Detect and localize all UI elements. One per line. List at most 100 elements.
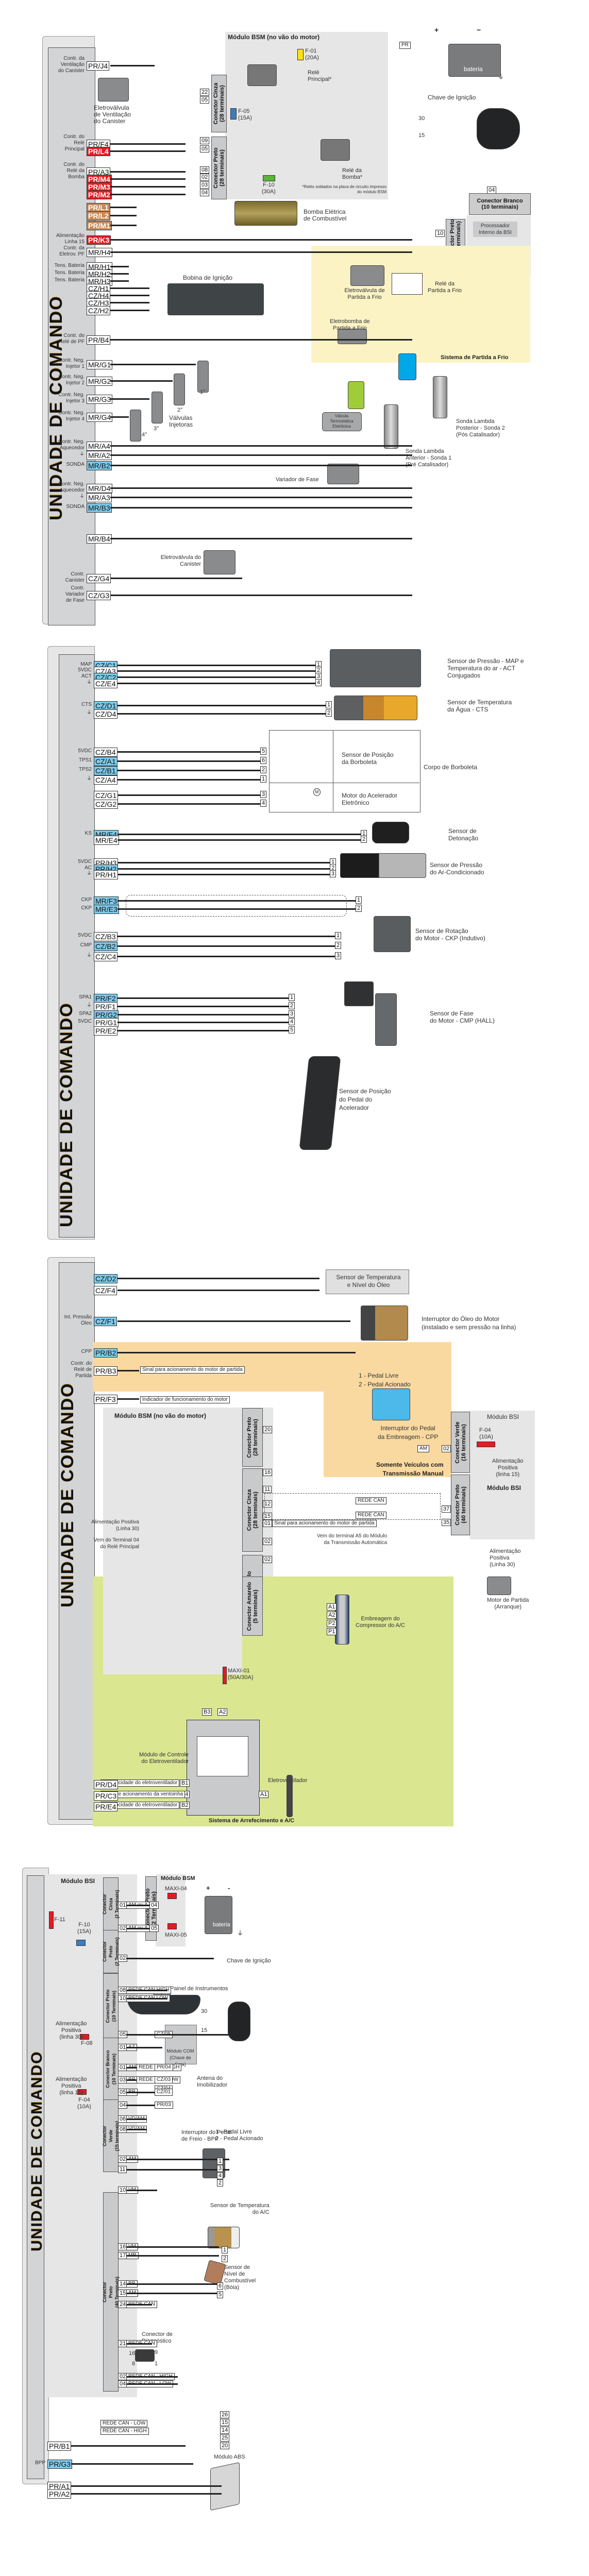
ignition-key-icon — [477, 108, 520, 149]
compressor-pin: P2 — [327, 1620, 337, 1627]
pin-function-label: SPA1 — [79, 994, 92, 1000]
lambda-rear-connector — [398, 353, 416, 380]
panel-transmission-cooling: UNIDADE DE COMANDO Sensor de Temperatura… — [0, 1257, 589, 1829]
cold-relay — [392, 273, 423, 295]
pin-function-label: Contr. da Ventilação do Canister — [58, 56, 85, 74]
pin-function-label: Contr. do Relé de PF — [58, 333, 85, 345]
ecu-pin: PR/M1 — [87, 221, 112, 230]
conector-cinza-28: Conector Cinza (28 terminais) — [242, 1468, 263, 1552]
cpp-switch — [372, 1388, 410, 1420]
etc-connector-pin: 4 — [260, 800, 267, 807]
ecu-pin: CZ/A1 — [94, 757, 117, 766]
connector-pin: 02 — [118, 2373, 128, 2380]
wire — [126, 1990, 167, 1991]
conector-amarelo-2: Conector Amarelo (5 terminais) — [242, 1577, 263, 1636]
cpp-switch-label: Interruptor do Pedal da Embreagem - CPP — [378, 1425, 439, 1440]
bsm-title: Módulo BSM (no vão do motor) — [114, 1412, 206, 1419]
injector-2 — [174, 374, 185, 405]
pin-function-label: SONDA — [66, 504, 85, 510]
connector-pin: 15 — [118, 2290, 128, 2297]
wire — [110, 380, 173, 382]
pin-function-label: MAP — [80, 662, 92, 667]
starter-signal-tag-2: Sinal para acionamento do motor de parti… — [272, 1520, 377, 1527]
pin-function-label: KS — [85, 831, 92, 836]
ac-temp-pin: 1 — [222, 2246, 228, 2253]
battery-minus: - — [228, 1884, 230, 1892]
ecu-pin: MR/D4 — [87, 484, 112, 493]
canister-vent-valve-label: Eletroválvula de Ventilação do Canister — [94, 104, 131, 125]
wire — [117, 1352, 356, 1353]
wire — [126, 2383, 178, 2385]
fuse-f08-label: F-08 — [81, 2040, 93, 2046]
wire — [117, 997, 289, 999]
cinza28-pin: 01 — [263, 1520, 273, 1527]
connector-pin: 02 — [118, 2156, 128, 2163]
pin-function-label: ⏚ — [79, 451, 85, 457]
ecu-pin: CZ/H4 — [87, 291, 111, 300]
canister-vent-valve — [98, 78, 129, 101]
ecu-title: UNIDADE DE COMANDO — [57, 1002, 76, 1227]
conector-preto-28: Conector Preto (28 terminais) — [242, 1408, 263, 1467]
fuel-level-pin: 5 — [217, 2291, 224, 2298]
ac-pressure-label: Sensor de Pressão do Ar-Condicionado — [430, 861, 484, 876]
ecu-title: UNIDADE DE COMANDO — [58, 1382, 77, 1607]
ecu-pin: CZ/D1 — [94, 701, 118, 710]
positive-30: Alimentação Positiva (linha 30) — [56, 2021, 87, 2040]
ecu-pin: CZ/F1 — [94, 1317, 117, 1326]
relay-main — [247, 64, 277, 86]
knock-sensor — [372, 822, 409, 843]
wire — [110, 487, 412, 489]
fuse-f11-label: F-11 — [54, 1917, 65, 1923]
pin-function-label: 5VDC — [78, 1019, 92, 1024]
wire — [126, 2283, 219, 2285]
wire — [110, 273, 129, 275]
wire — [110, 186, 186, 188]
tps-label: Sensor de Posição da Borboleta — [342, 751, 394, 766]
fuel-level-pin: 6 — [217, 2282, 224, 2290]
pin-function-label: 5VDC — [78, 859, 92, 865]
oil-temp-level-label: Sensor de Temperatura e Nível do Óleo — [336, 1274, 401, 1289]
bsm-module — [225, 32, 388, 199]
pin-function-label: CTS — [81, 702, 92, 707]
bsm-pin: 05 — [149, 1925, 159, 1932]
wire — [117, 936, 335, 937]
ecu-pin: MR/B3 — [87, 503, 112, 513]
knock-connector-pin: 2 — [361, 836, 367, 843]
starter-signal-tag: Sinal para acionamento do motor de parti… — [140, 1366, 245, 1374]
pin-function-label: BPP — [35, 2460, 45, 2466]
pin-function-label: AC — [85, 865, 92, 871]
wire — [110, 465, 412, 466]
wire — [126, 2047, 162, 2048]
wire — [126, 1998, 167, 1999]
cts-connector-pin: 2 — [326, 709, 332, 717]
connector-pin: 03 — [118, 2076, 128, 2083]
wire — [110, 171, 186, 173]
pin-function-label: Contr. do Relé de Partida — [71, 1361, 92, 1379]
bsi-connector: Conector Cinza (2 Terminais) — [102, 1877, 120, 1930]
compressor-clutch-label: Embreagem do Compressor do A/C — [356, 1616, 405, 1629]
preto-pin: 09 — [200, 137, 210, 144]
wire — [117, 794, 260, 796]
motor-symbol-icon: M — [313, 788, 321, 796]
fuse-f01 — [297, 49, 304, 60]
ecu-pin: MR/G3 — [87, 395, 113, 404]
key-terminal-30: 30 — [418, 115, 425, 122]
wire — [110, 215, 137, 216]
cinza28-pin: 12 — [263, 1500, 273, 1507]
bsm-title: Módulo BSM (no vão do motor) — [228, 33, 319, 41]
wire — [110, 150, 186, 152]
wire — [126, 2092, 167, 2093]
wire — [117, 956, 335, 957]
wire — [117, 713, 326, 715]
ecu-pin: MR/H4 — [87, 248, 112, 257]
ecu-pin: PR/K3 — [87, 235, 111, 245]
abs-can-tag: REDE CAN - LOW — [100, 2420, 148, 2427]
wire — [126, 2034, 229, 2036]
maxi01-fuse — [223, 1667, 227, 1684]
wire — [117, 900, 356, 902]
wire — [110, 295, 149, 296]
ecu-pin: PR/M2 — [87, 190, 112, 199]
wire — [126, 2343, 152, 2345]
tps-connector-pin: 6 — [260, 757, 267, 764]
abs-pin: 14 — [220, 2427, 230, 2434]
